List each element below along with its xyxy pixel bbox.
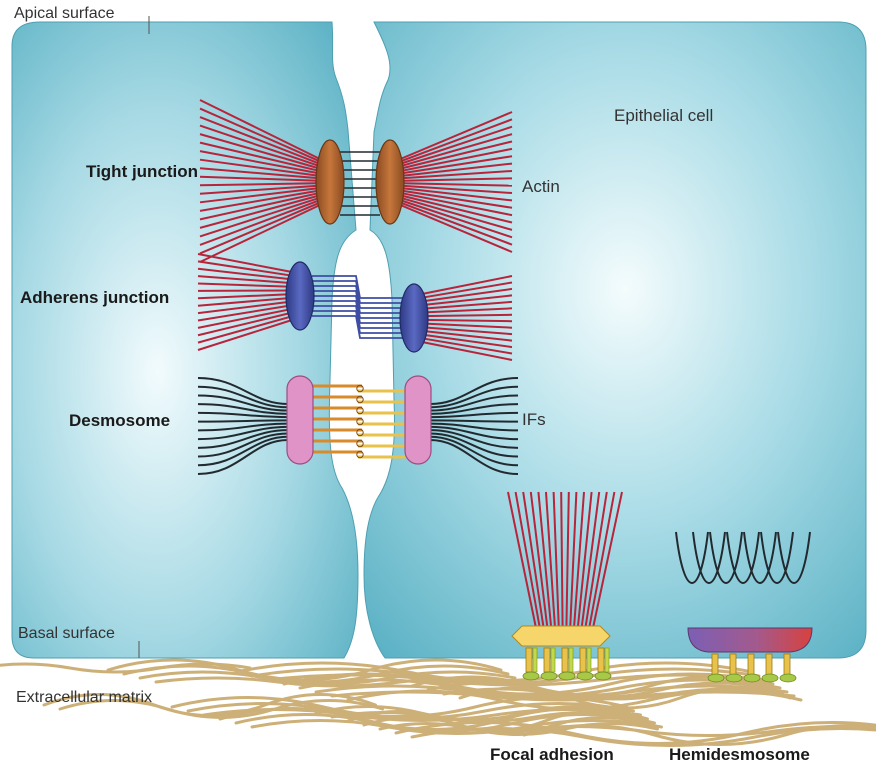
adherens-junction-label: Adherens junction [20,289,169,306]
actin-filament [422,320,512,321]
integrin [551,648,555,672]
actin-filament [561,492,562,628]
integrin-foot [541,672,557,680]
adherens-protein-left [286,262,314,330]
integrin [562,648,568,672]
integrin-foot [726,674,742,682]
integrin [712,654,718,676]
integrin [587,648,591,672]
integrin [598,648,604,672]
tight-junction-protein-right [376,140,404,224]
left-epithelial-cell [12,22,358,658]
tight-junction-label: Tight junction [86,163,198,180]
tight-junction-protein-left [316,140,344,224]
integrin [544,648,550,672]
integrin [569,648,573,672]
hemidesmosome-plaque [688,628,812,652]
integrin-foot [559,672,575,680]
integrin-foot [577,672,593,680]
integrin-foot [708,674,724,682]
focal-adhesion-plaque [512,626,610,646]
integrin [748,654,754,676]
integrin-foot [762,674,778,682]
desmosome-plaque-right [405,376,431,464]
desmosome-label: Desmosome [69,412,170,429]
integrin [605,648,609,672]
integrin-foot [780,674,796,682]
extracellular-matrix-label: Extracellular matrix [16,690,152,706]
apical-surface-label: Apical surface [14,6,115,22]
integrin [533,648,537,672]
integrin [766,654,772,676]
integrin-foot [523,672,539,680]
integrin-foot [595,672,611,680]
epithelial-cell-label: Epithelial cell [614,107,713,124]
integrin [730,654,736,676]
adherens-protein-right [400,284,428,352]
actin-label: Actin [522,178,560,195]
desmosome-plaque-left [287,376,313,464]
hemidesmosome-label: Hemidesmosome [669,746,810,763]
integrin [526,648,532,672]
focal-adhesion-label: Focal adhesion [490,746,614,763]
ifs-label: IFs [522,411,546,428]
integrin-foot [744,674,760,682]
basal-surface-label: Basal surface [18,626,115,642]
integrin [580,648,586,672]
integrin [784,654,790,676]
actin-filament [422,315,512,316]
